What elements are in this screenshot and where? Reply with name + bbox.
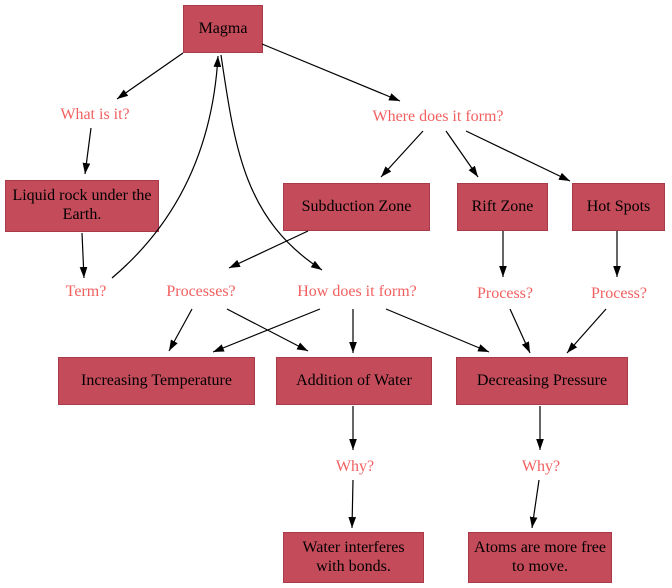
edge-process-rift-to-pressure	[509, 308, 531, 354]
question-why-water: Why?	[335, 458, 375, 475]
edge-why-to-water-interferes	[348, 479, 357, 529]
question-why-pressure: Why?	[521, 458, 561, 475]
question-where-does-it-form: Where does it form?	[372, 108, 504, 125]
edge-how-to-decreasing-pressure	[385, 308, 490, 353]
edge-magma-to-where-does-it-form	[261, 43, 401, 102]
edge-term-to-magma	[111, 55, 222, 279]
edge-processes-to-increasing-temp	[168, 308, 193, 352]
edge-magma-to-what-is-it	[116, 52, 184, 100]
edge-liquid-rock-to-term	[79, 232, 88, 279]
node-water-interferes-with-bonds: Water interferes with bonds.	[283, 532, 424, 583]
question-process-hot-spots: Process?	[591, 285, 647, 302]
edge-where-to-subduction	[380, 130, 424, 178]
node-hot-spots: Hot Spots	[572, 183, 665, 231]
question-term: Term?	[65, 283, 107, 300]
node-atoms-more-free-to-move: Atoms are more free to move.	[468, 532, 612, 583]
node-increasing-temperature: Increasing Temperature	[58, 357, 255, 405]
edge-subduction-to-processes	[228, 230, 309, 269]
question-processes: Processes?	[166, 283, 236, 300]
node-liquid-rock-under-earth: Liquid rock under the Earth.	[5, 180, 159, 232]
edge-process-hot-to-pressure	[566, 308, 607, 354]
node-rift-zone: Rift Zone	[457, 183, 548, 231]
node-subduction-zone: Subduction Zone	[283, 183, 430, 231]
question-how-does-it-form: How does it form?	[297, 283, 417, 300]
edge-processes-to-addition-water	[226, 308, 309, 352]
node-magma: Magma	[183, 5, 263, 53]
question-what-is-it: What is it?	[60, 106, 130, 123]
edge-why-to-atoms-free	[529, 479, 540, 529]
question-process-rift-zone: Process?	[477, 285, 533, 302]
edge-what-is-it-to-liquid-rock	[82, 127, 92, 175]
node-addition-of-water: Addition of Water	[276, 357, 432, 405]
edge-where-to-rift	[445, 130, 479, 178]
edge-magma-to-how-does-it-form	[220, 54, 323, 271]
edge-where-to-hot-spots	[465, 130, 571, 182]
edge-how-to-increasing-temp	[212, 308, 321, 353]
node-decreasing-pressure: Decreasing Pressure	[456, 357, 628, 405]
